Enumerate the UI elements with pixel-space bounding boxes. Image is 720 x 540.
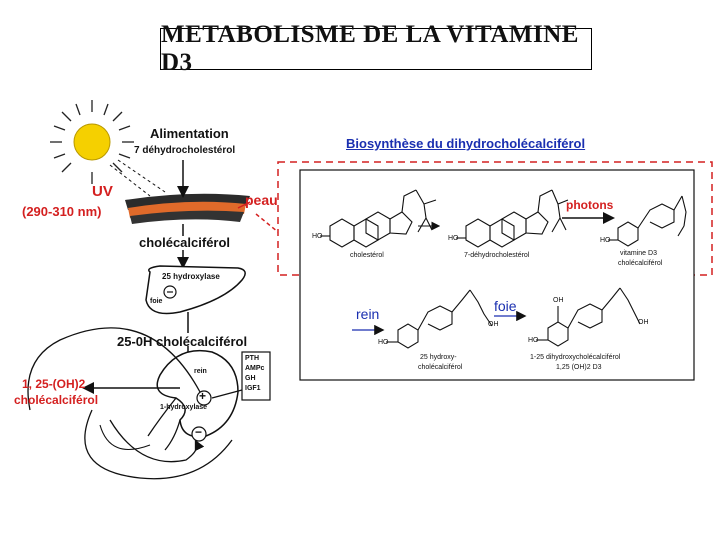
oh2-label-line2: cholécalciférol [14, 393, 99, 407]
regulator-igf1: IGF1 [245, 385, 261, 392]
minus-label: − [195, 425, 203, 439]
ho-label-mol2: HO [448, 235, 459, 242]
mol3-label-line1: vitamine D3 [620, 250, 657, 257]
rein-label: rein [356, 306, 380, 322]
ho-label-mol5: HO [528, 337, 539, 344]
oh25-label: 25-0H cholécalciférol [117, 334, 248, 349]
sun-icon [50, 100, 134, 184]
regulator-gh: GH [245, 375, 256, 382]
dehydro-label: 7 déhydrocholestérol [134, 145, 236, 156]
regulator-pth: PTH [245, 355, 259, 362]
biosynthesis-heading: Biosynthèse du dihydrocholécalciférol [346, 136, 586, 151]
oh2-label-line1: 1, 25-(OH)2 [22, 377, 86, 391]
title-box: METABOLISME DE LA VITAMINE D3 [160, 21, 592, 76]
plus-label: + [199, 389, 207, 403]
mol1-label: cholestérol [350, 252, 384, 259]
uv-ray [117, 159, 166, 193]
page-title: METABOLISME DE LA VITAMINE D3 [161, 21, 579, 76]
ho-label-mol3: HO [600, 237, 611, 244]
oh-label-mol4: OH [488, 321, 499, 328]
molecule-25-oh [386, 289, 493, 349]
hydroxylase25-label: 25 hydroxylase [162, 272, 220, 281]
alimentation-label: Alimentation [150, 126, 229, 141]
foie-short-label: foie [150, 298, 163, 305]
mol2-label: 7-déhydrocholestérol [464, 252, 530, 259]
biosynthesis-region [277, 161, 713, 276]
plus-icon [196, 390, 212, 406]
inhibit-loop [109, 419, 205, 463]
peau-label: peau [245, 192, 278, 208]
uv-ray [109, 164, 151, 197]
mol3-label-line2: cholécalciférol [618, 260, 663, 267]
oh-label-top: OH [553, 297, 564, 304]
foie-label: foie [494, 298, 517, 314]
feedback-loop [84, 409, 233, 480]
ho-label-mol1: HO [312, 233, 323, 240]
skin-layers [125, 193, 250, 224]
mol5-label-line2: 1,25 (OH)2 D3 [556, 364, 602, 371]
hydroxylase1-label: 1-hydroxylase [160, 404, 208, 411]
wavelength-label: (290-310 nm) [22, 204, 102, 219]
mol5-label-line1: 1-25 dihydroxycholécalciférol [530, 354, 621, 361]
molecule-cholesterol [320, 189, 437, 248]
ho-label-mol4: HO [378, 339, 389, 346]
molecule-vitamin-d3 [608, 195, 687, 247]
peau-pointer [237, 201, 251, 209]
regulators-box [241, 351, 271, 401]
molecule-1-25-oh [536, 287, 641, 347]
cholecalciferol-label: cholécalciférol [139, 235, 231, 250]
oh-label-side: OH [638, 319, 649, 326]
kidney-shape [156, 349, 239, 438]
reaction-box [299, 169, 695, 381]
mol4-label-line1: 25 hydroxy- [420, 354, 457, 361]
peau-link [255, 213, 279, 233]
regulator-arrow [211, 389, 243, 399]
liver-shape [145, 265, 246, 315]
regulator-ampc: AMPc [245, 365, 265, 372]
rein-short-label: rein [194, 368, 207, 375]
molecule-7-dehydro [456, 189, 569, 248]
uv-label: UV [92, 183, 113, 200]
photons-label: photons [566, 198, 614, 212]
mol4-label-line2: cholécalciférol [418, 364, 463, 371]
liver-feedback-loop [27, 327, 201, 411]
